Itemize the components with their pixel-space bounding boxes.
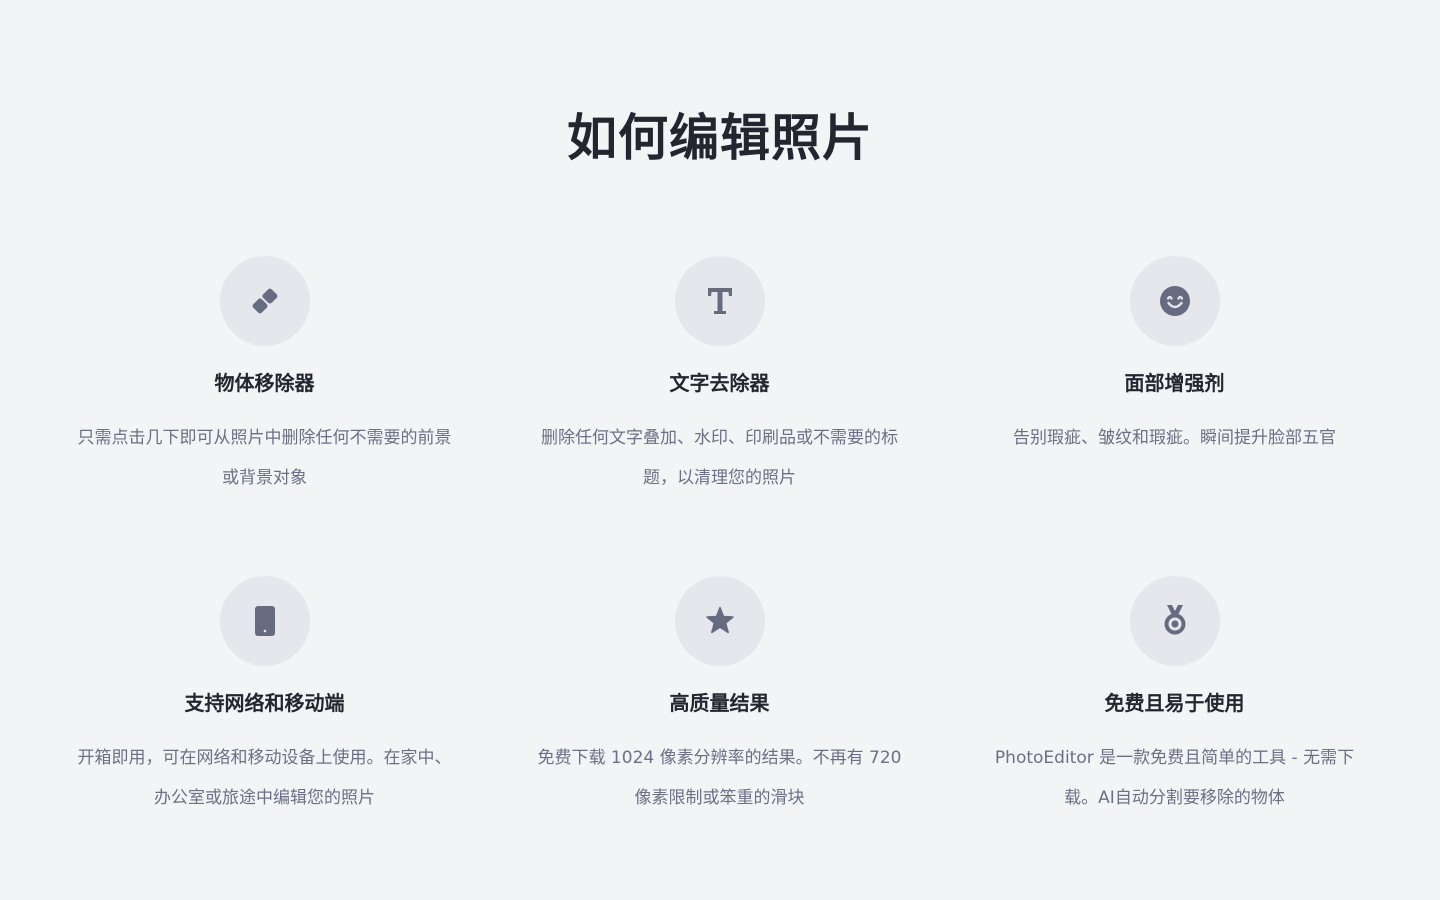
feature-web-mobile: 支持网络和移动端 开箱即用，可在网络和移动设备上使用。在家中、办公室或旅途中编辑…	[37, 576, 492, 896]
smiley-face-icon	[1129, 256, 1220, 346]
feature-object-remover: 物体移除器 只需点击几下即可从照片中删除任何不需要的前景或背景对象	[37, 256, 492, 576]
feature-title: 支持网络和移动端	[184, 691, 345, 715]
medal-icon	[1129, 576, 1220, 666]
feature-high-quality: 高质量结果 免费下载 1024 像素分辨率的结果。不再有 720 像素限制或笨重…	[492, 576, 947, 896]
feature-description: 删除任何文字叠加、水印、印刷品或不需要的标题，以清理您的照片	[541, 428, 898, 488]
mobile-phone-icon	[219, 576, 310, 666]
feature-title: 面部增强剂	[1124, 371, 1225, 395]
feature-face-enhancer: 面部增强剂 告别瑕疵、皱纹和瑕疵。瞬间提升脸部五官	[947, 256, 1402, 576]
feature-text-remover: 文字去除器 删除任何文字叠加、水印、印刷品或不需要的标题，以清理您的照片	[492, 256, 947, 576]
page-title: 如何编辑照片	[567, 108, 873, 167]
feature-description: 开箱即用，可在网络和移动设备上使用。在家中、办公室或旅途中编辑您的照片	[77, 748, 452, 808]
text-t-icon	[674, 256, 765, 346]
feature-title: 物体移除器	[214, 371, 315, 395]
eraser-icon	[219, 256, 310, 346]
feature-description: 免费下载 1024 像素分辨率的结果。不再有 720 像素限制或笨重的滑块	[537, 748, 902, 808]
star-icon	[674, 576, 765, 666]
feature-title: 免费且易于使用	[1104, 691, 1245, 715]
feature-free-easy: 免费且易于使用 PhotoEditor 是一款免费且简单的工具 - 无需下载。A…	[947, 576, 1402, 896]
features-grid: 物体移除器 只需点击几下即可从照片中删除任何不需要的前景或背景对象 文字去除器 …	[37, 256, 1402, 896]
feature-title: 文字去除器	[669, 371, 770, 395]
feature-description: PhotoEditor 是一款免费且简单的工具 - 无需下载。AI自动分割要移除…	[994, 748, 1355, 808]
feature-title: 高质量结果	[669, 691, 770, 715]
feature-description: 告别瑕疵、皱纹和瑕疵。瞬间提升脸部五官	[1013, 428, 1336, 448]
feature-description: 只需点击几下即可从照片中删除任何不需要的前景或背景对象	[77, 428, 452, 488]
